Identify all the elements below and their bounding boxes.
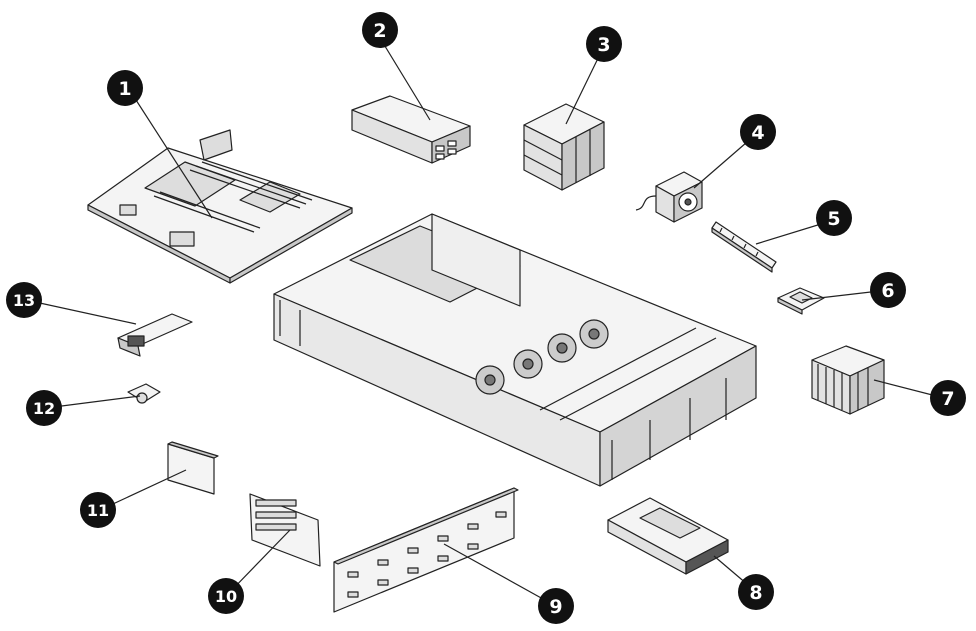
callout-13: 13 <box>6 282 42 318</box>
callout-11-label: 11 <box>87 501 109 520</box>
callout-12-label: 12 <box>33 399 55 418</box>
small-module <box>128 384 160 403</box>
callout-3-label: 3 <box>597 34 610 56</box>
pcie-riser <box>250 494 320 566</box>
callout-1-label: 1 <box>118 78 131 100</box>
fan-module <box>636 172 702 222</box>
callout-3: 3 <box>586 26 622 62</box>
callout-4-label: 4 <box>751 122 764 144</box>
callout-8: 8 <box>738 574 774 610</box>
callout-badges: 1 2 3 4 5 6 7 8 9 10 11 12 13 <box>6 12 966 624</box>
callout-5-label: 5 <box>827 208 840 230</box>
callout-9: 9 <box>538 588 574 624</box>
system-board <box>88 130 352 283</box>
power-supply <box>352 96 470 163</box>
interface-board <box>118 314 192 356</box>
controller-card <box>168 442 218 494</box>
hard-drive-carrier <box>608 498 728 574</box>
callout-7-label: 7 <box>941 388 954 410</box>
drive-cage <box>524 104 604 190</box>
callout-6-label: 6 <box>881 280 894 302</box>
processor <box>778 288 824 314</box>
callout-10-label: 10 <box>215 587 237 606</box>
callout-13-label: 13 <box>13 291 35 310</box>
callout-1: 1 <box>107 70 143 106</box>
callout-11: 11 <box>80 492 116 528</box>
callout-10: 10 <box>208 578 244 614</box>
callout-5: 5 <box>816 200 852 236</box>
server-chassis <box>274 214 756 486</box>
drive-backplane <box>334 488 518 612</box>
callout-2-label: 2 <box>373 20 386 42</box>
callout-12: 12 <box>26 390 62 426</box>
callout-7: 7 <box>930 380 966 416</box>
heatsink <box>812 346 884 414</box>
callout-4: 4 <box>740 114 776 150</box>
callout-9-label: 9 <box>549 596 562 618</box>
memory-dimm <box>712 222 776 272</box>
callout-2: 2 <box>362 12 398 48</box>
callout-6: 6 <box>870 272 906 308</box>
callout-8-label: 8 <box>749 582 762 604</box>
